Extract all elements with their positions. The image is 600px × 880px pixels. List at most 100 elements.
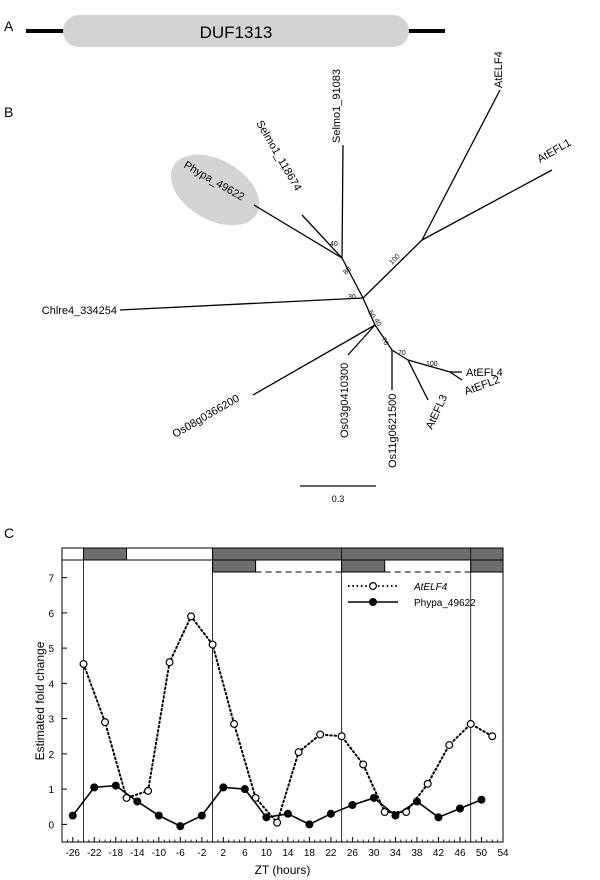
panel-label-b: B [4,104,14,120]
branch-efl-inner [391,349,409,361]
data-point-1-12 [326,809,335,818]
branch-chlre [119,297,364,311]
data-point-0-4 [165,658,174,667]
branch-selmo-118674 [301,214,343,259]
data-point-1-8 [240,785,249,794]
x-tick-label-10: 14 [282,848,294,859]
legend-label-0: AtELF4 [413,582,448,593]
data-point-1-7 [219,783,228,792]
data-point-1-1 [90,783,99,792]
taxon-selmo-118674: Selmo1_118674 [253,119,303,194]
branch-atefl3 [407,359,429,401]
x-axis-label: ZT (hours) [255,863,311,877]
data-point-0-9 [273,818,282,827]
x-tick-label-13: 26 [347,848,359,859]
data-point-1-6 [197,811,206,820]
data-point-0-18 [466,719,475,728]
domain-label: DUF1313 [200,23,273,42]
phypa-highlight [170,154,260,226]
data-point-1-4 [154,811,163,820]
y-tick-label-7: 7 [48,574,54,585]
light-bar-secondary-segment-4 [470,559,504,573]
data-point-1-11 [305,820,314,829]
bootstrap-70a: 70 [379,337,389,347]
bootstrap-80: 80 [342,266,353,277]
branch-atefl2 [449,371,463,381]
bootstrap-40: 40 [330,241,338,248]
y-tick-label-6: 6 [48,609,54,620]
taxon-atefl4: AtEFL4 [466,367,503,379]
branch-efl-24 [407,359,451,373]
branch-core-upper [341,257,364,299]
data-point-1-13 [348,800,357,809]
x-tick-label-0: -26 [66,848,81,859]
data-point-0-7 [230,719,239,728]
domain-diagram: DUF1313 [26,15,445,47]
bootstrap-30: 30 [348,294,356,301]
y-axis-label: Estimated fold change [33,641,47,760]
data-point-0-11 [316,730,325,739]
data-point-0-0 [79,659,88,668]
branch-selmo-91083 [341,144,344,259]
legend-marker-0 [369,581,378,590]
x-tick-label-2: -18 [109,848,124,859]
x-tick-label-15: 34 [390,848,402,859]
series-line-1 [72,784,482,828]
data-point-1-0 [68,811,77,820]
data-point-0-5 [187,612,196,621]
taxon-os03: Os03g0410300 [339,363,351,438]
data-point-0-13 [359,760,368,769]
taxon-chlre: Chlre4_334254 [42,305,117,317]
data-point-1-15 [391,811,400,820]
y-tick-label-2: 2 [48,750,54,761]
legend-marker-1 [369,597,378,606]
scale-label: 0.3 [332,494,345,504]
bootstrap-100b: 100 [426,361,438,368]
branch-os-inner [374,324,393,351]
branch-os03 [347,324,376,356]
x-tick-label-19: 50 [476,848,488,859]
light-bar-secondary-segment-2 [341,559,386,573]
panel-label-c: C [4,525,15,541]
branch-core-lower [362,297,376,326]
y-tick-label-1: 1 [48,785,54,796]
x-tick-label-1: -22 [87,848,102,859]
branch-os08 [252,324,376,396]
taxon-atefl1: AtEFL1 [536,137,574,166]
data-point-0-3 [144,786,153,795]
bootstrap-70b: 70 [398,350,406,357]
light-bar-secondary-segment-0 [212,559,257,573]
phylogenetic-tree: AtELF4 AtEFL1 Selmo1_91083 Selmo1_118674… [42,51,574,504]
data-point-1-5 [176,822,185,831]
light-bar-main-segment-0 [61,547,85,561]
data-point-0-10 [294,748,303,757]
bootstrap-40b: 40 [372,318,382,328]
data-point-1-16 [412,797,421,806]
x-tick-label-6: -2 [197,848,206,859]
duf1313-domain [63,15,409,47]
light-bar-main-segment-3 [212,547,504,561]
taxon-os11: Os11g0621500 [387,394,399,468]
x-tick-label-9: 10 [261,848,273,859]
data-point-1-10 [283,809,292,818]
data-point-1-9 [262,813,271,822]
data-point-1-17 [434,813,443,822]
x-tick-label-4: -10 [152,848,167,859]
x-tick-label-17: 42 [433,848,445,859]
data-point-1-18 [455,804,464,813]
data-point-0-1 [101,718,110,727]
data-point-0-6 [208,640,217,649]
data-point-1-14 [369,793,378,802]
x-tick-label-16: 38 [411,848,423,859]
x-tick-label-3: -14 [130,848,145,859]
x-tick-label-12: 22 [325,848,337,859]
taxon-atelf4-top: AtELF4 [493,51,505,88]
y-tick-label-5: 5 [48,644,54,655]
data-point-1-3 [133,797,142,806]
x-tick-label-5: -6 [176,848,185,859]
x-tick-label-8: 6 [242,848,248,859]
data-point-1-19 [477,795,486,804]
light-bar-main-segment-2 [126,547,214,561]
taxon-selmo-91083: Selmo1_91083 [331,69,343,143]
